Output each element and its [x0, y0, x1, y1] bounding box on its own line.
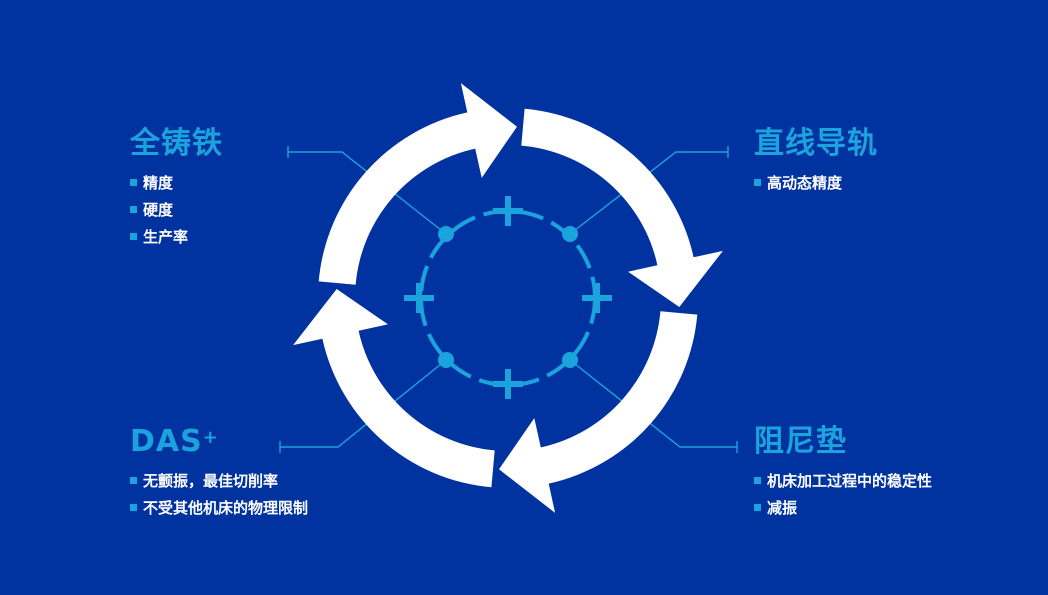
cycle-arrow-icon: [521, 108, 723, 307]
list-item: 硬度: [130, 197, 223, 224]
leader-line-top-right: [569, 151, 728, 235]
list-item: 无颤振，最佳切削率: [130, 468, 318, 495]
cycle-arrow-icon: [499, 311, 698, 513]
list-item: 减振: [754, 495, 932, 522]
bullet-icon: [754, 504, 761, 511]
feature-title: DAS+: [130, 424, 219, 459]
connector-dot-icon: [438, 226, 454, 242]
bullet-icon: [130, 206, 137, 213]
list-item: 精度: [130, 170, 223, 197]
feature-list: 高动态精度: [754, 170, 878, 197]
leader-lines: [279, 146, 738, 453]
connector-dot-icon: [562, 226, 578, 242]
connector-dot-icon: [562, 352, 578, 368]
connector-dot-icon: [438, 352, 454, 368]
list-item: 高动态精度: [754, 170, 878, 197]
feature-list: 机床加工过程中的稳定性 减振: [754, 468, 932, 522]
feature-list: 精度 硬度 生产率: [130, 170, 223, 251]
cycle-arrow-icon: [293, 289, 495, 488]
leader-line-bottom-left: [280, 359, 447, 448]
feature-block-linear-guide: 直线导轨 高动态精度: [754, 126, 878, 197]
cycle-arrows: [293, 83, 723, 513]
list-item: 机床加工过程中的稳定性: [754, 468, 932, 495]
bullet-icon: [130, 233, 137, 240]
feature-title: 全铸铁: [130, 126, 223, 161]
bullet-icon: [754, 179, 761, 186]
plus-signs: [404, 196, 612, 399]
list-item: 不受其他机床的物理限制: [130, 495, 318, 522]
plus-icon: [404, 283, 434, 313]
feature-block-cast-iron: 全铸铁 精度 硬度 生产率: [130, 126, 223, 251]
plus-icon: [582, 283, 612, 313]
feature-title: 阻尼垫: [754, 424, 847, 459]
bullet-icon: [130, 504, 137, 511]
feature-list: 无颤振，最佳切削率 不受其他机床的物理限制: [130, 468, 318, 522]
leader-line-top-left: [288, 151, 447, 235]
connector-dots: [438, 226, 578, 368]
list-item: 生产率: [130, 224, 223, 251]
bullet-icon: [130, 179, 137, 186]
feature-block-das: DAS+ 无颤振，最佳切削率 不受其他机床的物理限制: [130, 424, 318, 522]
bullet-icon: [754, 477, 761, 484]
leader-line-bottom-right: [569, 359, 737, 448]
bullet-icon: [130, 477, 137, 484]
plus-icon: [493, 196, 523, 226]
plus-icon: [493, 369, 523, 399]
cycle-arrow-icon: [318, 83, 517, 285]
feature-block-damping-pad: 阻尼垫 机床加工过程中的稳定性 减振: [754, 424, 932, 522]
feature-title: 直线导轨: [754, 126, 878, 161]
